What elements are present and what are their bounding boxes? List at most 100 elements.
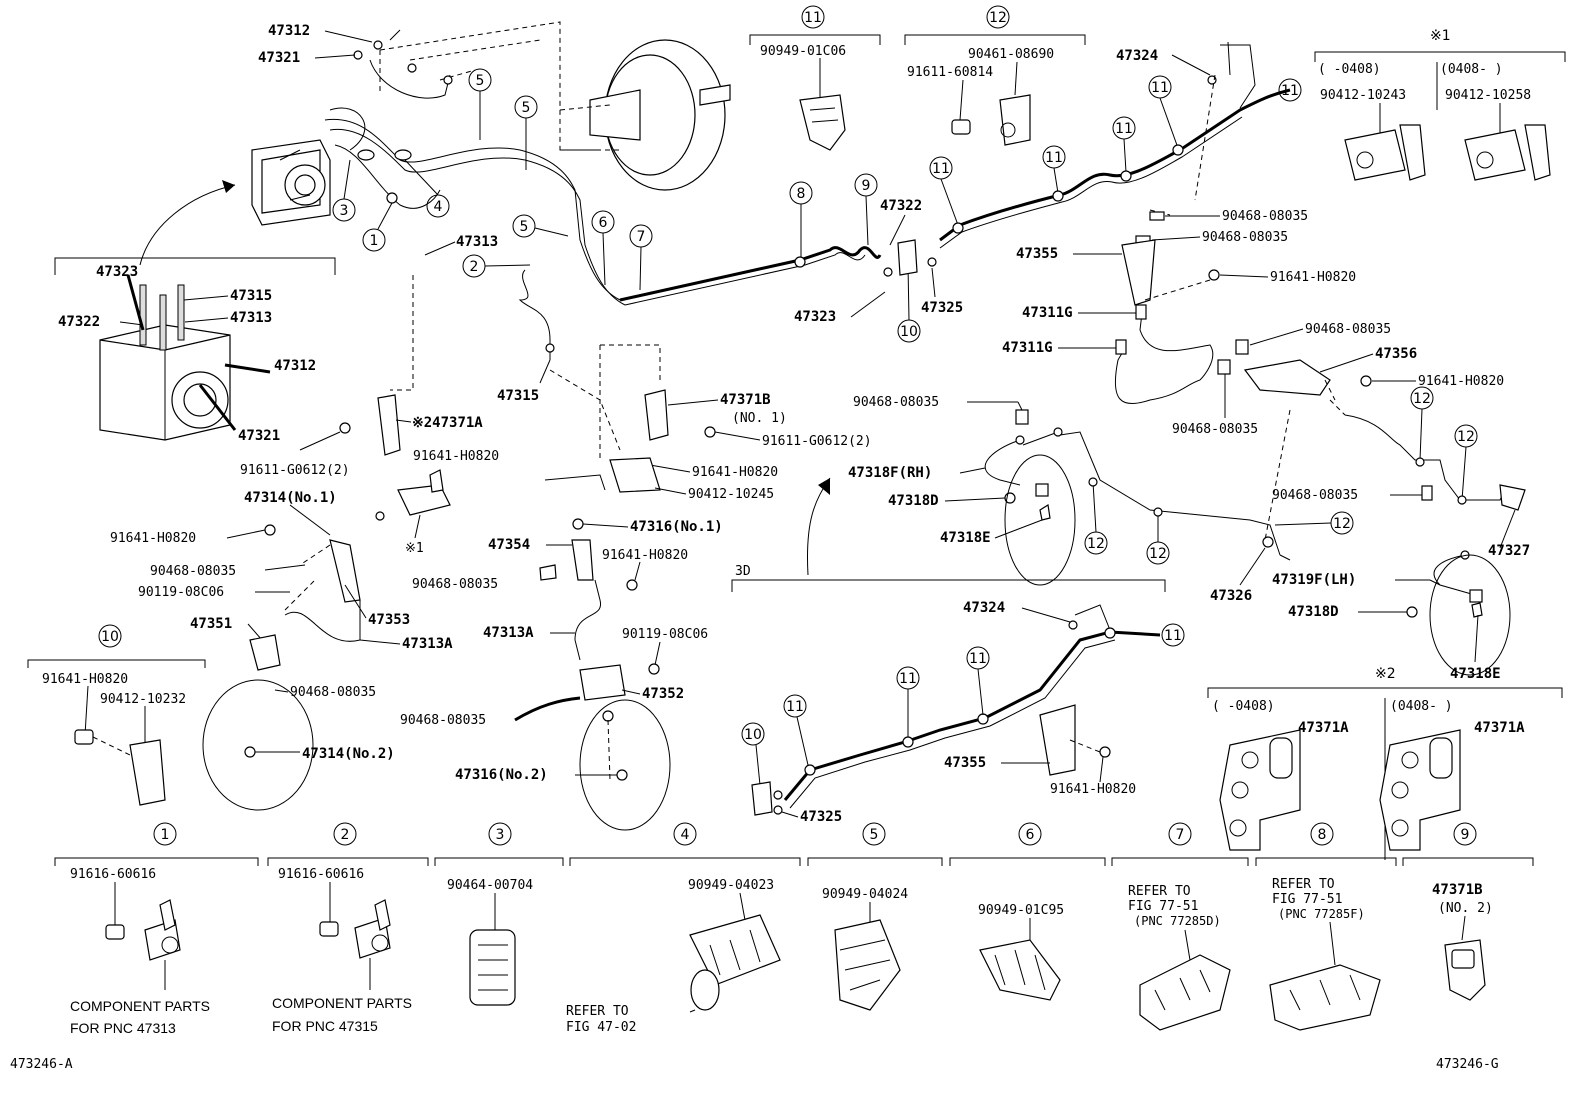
tube-top bbox=[1220, 41, 1256, 109]
label-47353: 47353 bbox=[368, 612, 410, 628]
circle-6: 6 bbox=[599, 215, 608, 231]
label-47322: 47322 bbox=[58, 314, 100, 330]
label-91611-g0612: 91611-G0612(2) bbox=[240, 463, 350, 478]
c10-part-b: 90412-10232 bbox=[100, 692, 186, 707]
label-47318D-b: 47318D bbox=[1288, 604, 1339, 620]
label-x1-mark: ※1 bbox=[405, 541, 424, 556]
label-47313-mid: 47313 bbox=[456, 234, 498, 250]
label-47323: 47323 bbox=[96, 264, 138, 280]
circle-5-b: 5 bbox=[522, 100, 531, 116]
label-90468-08035-e: 90468-08035 bbox=[1222, 209, 1308, 224]
bottom-box-8: 8 REFER TO FIG 77-51 (PNC 77285F) bbox=[1255, 822, 1397, 1031]
label-47323-b: 47323 bbox=[794, 309, 836, 325]
circle-11-e: 11 bbox=[1281, 83, 1299, 99]
label-47325: 47325 bbox=[921, 300, 963, 316]
x1-part-a: 90412-10243 bbox=[1320, 88, 1406, 103]
upper-callouts: 5 5 3 4 1 5 2 6 7 bbox=[332, 68, 653, 291]
label-47313: 47313 bbox=[230, 310, 272, 326]
bottom-c2-part: 91616-60616 bbox=[278, 867, 364, 882]
circle-4: 4 bbox=[434, 199, 443, 215]
arrow-head bbox=[222, 180, 235, 193]
bottom-box-9: 9 47371B (NO. 2) bbox=[1402, 822, 1534, 1001]
box3d-91641-h0820: 91641-H0820 bbox=[1050, 782, 1136, 797]
bottom-box-7: 7 REFER TO FIG 77-51 (PNC 77285D) bbox=[1111, 822, 1249, 1031]
x1-title: ※1 bbox=[1430, 28, 1451, 44]
circle-1: 1 bbox=[370, 233, 379, 249]
circle-12-c: 12 bbox=[1087, 536, 1105, 552]
circle-8: 8 bbox=[797, 186, 806, 202]
pipe-a bbox=[324, 118, 621, 301]
left-mid-group: ※247371A 91611-G0612(2) 91641-H0820 4731… bbox=[110, 394, 499, 811]
label-47318E-a: 47318E bbox=[940, 530, 991, 546]
bottom-c4-note-a: REFER TO bbox=[566, 1004, 629, 1019]
bottom-c1-note-b: FOR PNC 47313 bbox=[70, 1020, 176, 1036]
callout-11-circle: 11 bbox=[804, 10, 822, 26]
bottom-circle-7: 7 bbox=[1176, 827, 1185, 843]
dash-1 bbox=[390, 275, 414, 391]
mid-group: 47315 47371B (NO. 1) 91611-G0612(2) 9164… bbox=[400, 269, 872, 831]
pipe-b bbox=[329, 128, 626, 306]
right-upper-callouts: 11 11 11 11 11 bbox=[929, 75, 1302, 226]
label-90468-08035-j: 90468-08035 bbox=[1272, 488, 1358, 503]
label-47318F-rh: 47318F(RH) bbox=[848, 465, 932, 481]
bottom-c7-note-a: REFER TO bbox=[1128, 884, 1191, 899]
bottom-c1-part: 91616-60616 bbox=[70, 867, 156, 882]
main-pipe-right-2 bbox=[939, 116, 1243, 249]
footer-right-code: 473246-G bbox=[1436, 1057, 1499, 1072]
x2-part-b: 47371A bbox=[1474, 720, 1525, 736]
callout-12-box: 12 90461-08690 91611-60814 bbox=[904, 5, 1086, 146]
main-pipe-right bbox=[939, 88, 1291, 242]
label-47322-mid: 47322 bbox=[880, 198, 922, 214]
label-47327: 47327 bbox=[1488, 543, 1530, 559]
pipe-c bbox=[334, 144, 441, 209]
bottom-circle-2: 2 bbox=[341, 827, 350, 843]
label-91641-h0820-f: 91641-H0820 bbox=[1418, 374, 1504, 389]
label-47312: 47312 bbox=[274, 358, 316, 374]
label-47311G-a: 47311G bbox=[1022, 305, 1073, 321]
label-47321-top: 47321 bbox=[258, 50, 300, 66]
x1-part-b: 90412-10258 bbox=[1445, 88, 1531, 103]
bottom-c6-part: 90949-01C95 bbox=[978, 903, 1064, 918]
circle-12-a: 12 bbox=[1413, 391, 1431, 407]
circle-11-d: 11 bbox=[1151, 80, 1169, 96]
x1-range-a: ( -0408) bbox=[1318, 62, 1381, 77]
label-90468-08035-b: 90468-08035 bbox=[290, 685, 376, 700]
actuator-detail: 47323 47315 47322 47313 47312 47321 bbox=[54, 257, 336, 444]
label-47316-no2: 47316(No.2) bbox=[455, 767, 548, 783]
label-47314-no2: 47314(No.2) bbox=[302, 746, 395, 762]
main-pipe-1 bbox=[619, 246, 882, 302]
circle-10-box: 10 bbox=[101, 629, 119, 645]
bottom-c1-note-a: COMPONENT PARTS bbox=[70, 998, 210, 1014]
bottom-c8-note-b: FIG 77-51 bbox=[1272, 892, 1342, 907]
bottom-c4-note-b: FIG 47-02 bbox=[566, 1020, 636, 1035]
circle-11-a: 11 bbox=[932, 161, 950, 177]
label-47326: 47326 bbox=[1210, 588, 1252, 604]
x2-part-a: 47371A bbox=[1298, 720, 1349, 736]
label-47371B: 47371B bbox=[720, 392, 771, 408]
bottom-circle-5: 5 bbox=[870, 827, 879, 843]
upper-lines bbox=[329, 29, 451, 151]
label-47316-no1: 47316(No.1) bbox=[630, 519, 723, 535]
bottom-c3-part: 90464-00704 bbox=[447, 878, 533, 893]
bottom-c9-part: 47371B bbox=[1432, 882, 1483, 898]
c12-part-b: 91611-60814 bbox=[907, 65, 993, 80]
circle-3: 3 bbox=[340, 203, 349, 219]
bottom-circle-3: 3 bbox=[496, 827, 505, 843]
label-47321: 47321 bbox=[238, 428, 280, 444]
label-90468-08035-d: 90468-08035 bbox=[400, 713, 486, 728]
label-90468-08035-a: 90468-08035 bbox=[150, 564, 236, 579]
bottom-circle-8: 8 bbox=[1318, 827, 1327, 843]
right-lower-group: 90468-08035 47318F(RH) 47318D 47318E 12 … bbox=[848, 395, 1511, 682]
label-47352: 47352 bbox=[642, 686, 684, 702]
label-47313A-mid: 47313A bbox=[483, 625, 534, 641]
circle-5-a: 5 bbox=[476, 73, 485, 89]
bottom-box-5: 5 90949-04024 bbox=[807, 822, 943, 1011]
bottom-c5-part: 90949-04024 bbox=[822, 887, 908, 902]
label-90412-10245: 90412-10245 bbox=[688, 487, 774, 502]
box-3d: 3D 47324 11 11 11 11 10 47325 47355 9164… bbox=[731, 477, 1185, 825]
right-mid-group: 90468-08035 90468-08035 47355 91641-H082… bbox=[1002, 74, 1530, 559]
box3d-circle-10: 10 bbox=[744, 727, 762, 743]
circle-12-b: 12 bbox=[1457, 429, 1475, 445]
bottom-circle-9: 9 bbox=[1461, 827, 1470, 843]
